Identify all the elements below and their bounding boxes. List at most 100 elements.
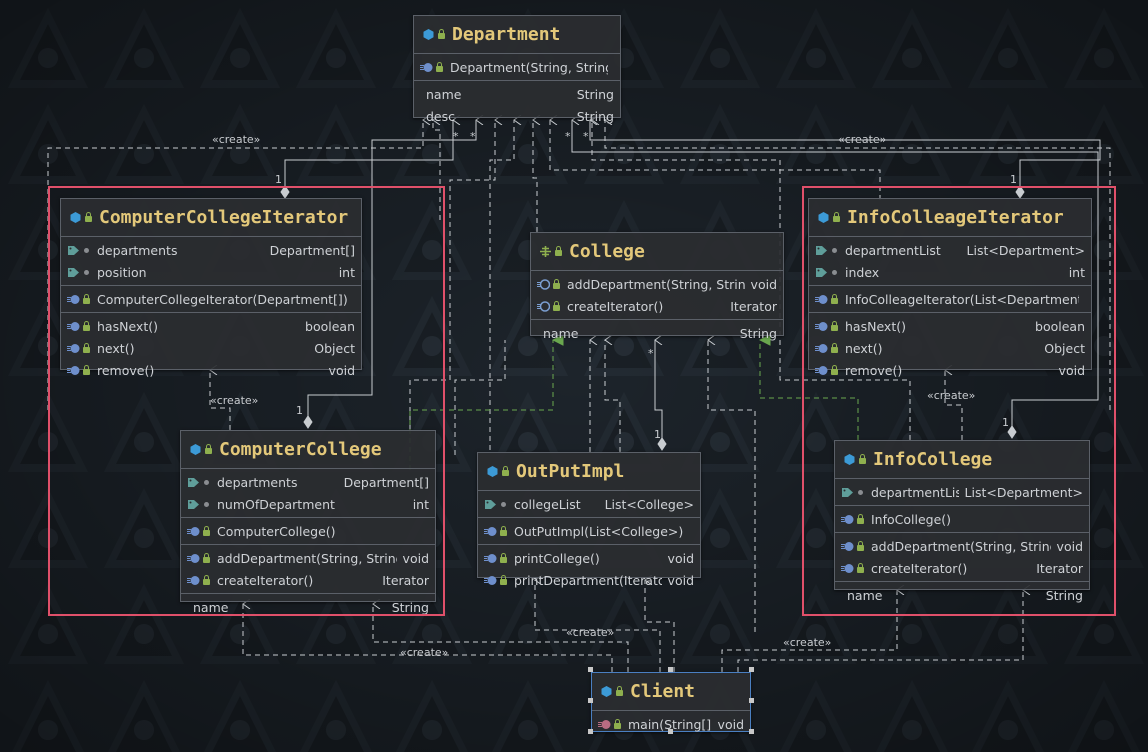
static-method-icon xyxy=(598,718,611,731)
assoc-computer-iter-department xyxy=(284,120,453,190)
member-row[interactable]: InfoColleageIterator(List<Department>) xyxy=(809,288,1091,310)
member-row[interactable]: addDepartment(String, String)void xyxy=(531,273,783,295)
class-header[interactable]: OutPutImpl xyxy=(478,453,700,491)
dep-client-outputimpl xyxy=(645,580,675,672)
member-row[interactable]: createIterator()Iterator xyxy=(181,569,435,591)
class-client[interactable]: Client main(String[])void xyxy=(591,672,751,732)
member-section: InfoCollege() xyxy=(835,506,1089,533)
member-row[interactable]: createIterator()Iterator xyxy=(531,295,783,317)
member-type: List<Department> xyxy=(966,242,1085,258)
create-label: «create» xyxy=(210,394,259,407)
member-name: next() xyxy=(97,340,135,356)
member-name: remove() xyxy=(97,362,155,378)
class-header[interactable]: InfoCollege xyxy=(835,441,1089,479)
resize-handle[interactable] xyxy=(588,698,593,703)
member-row[interactable]: printCollege()void xyxy=(478,547,700,569)
member-type: Department[] xyxy=(269,242,355,258)
class-name: Department xyxy=(452,24,561,45)
member-name: ComputerCollegeIterator(Department[]) xyxy=(97,291,348,307)
resize-handle[interactable] xyxy=(588,729,593,734)
member-name: position xyxy=(97,264,147,280)
class-header[interactable]: ComputerCollegeIterator xyxy=(61,199,361,237)
class-header[interactable]: ComputerCollege xyxy=(181,431,435,469)
lock-icon xyxy=(831,364,838,375)
member-section: ComputerCollegeIterator(Department[]) xyxy=(61,286,361,313)
create-edge-client-infocollege xyxy=(721,590,897,672)
class-name: OutPutImpl xyxy=(516,461,625,482)
member-row[interactable]: ComputerCollegeIterator(Department[]) xyxy=(61,288,361,310)
member-row[interactable]: addDepartment(String, String)void xyxy=(181,547,435,569)
member-row[interactable]: addDepartment(String, String)void xyxy=(835,535,1089,557)
member-row[interactable]: main(String[])void xyxy=(592,713,750,735)
aggregation-diamond xyxy=(303,415,313,429)
lock-icon xyxy=(831,342,838,353)
private-dot-icon xyxy=(858,489,863,495)
class-header[interactable]: Department xyxy=(414,16,620,54)
create-edge-client-computercollege xyxy=(243,604,613,672)
lock-icon xyxy=(83,364,90,375)
member-row[interactable]: hasNext()boolean xyxy=(61,315,361,337)
member-row[interactable]: next()Object xyxy=(809,337,1091,359)
lock-icon xyxy=(83,320,90,331)
member-type: Department[] xyxy=(343,474,429,490)
class-computercollegeiterator[interactable]: ComputerCollegeIterator departments Depart… xyxy=(60,198,362,378)
member-row[interactable]: hasNext()boolean xyxy=(809,315,1091,337)
member-name: printDepartment(Iterator) xyxy=(514,572,662,588)
dep-client-infocollege xyxy=(737,590,1023,672)
member-row[interactable]: createIterator()Iterator xyxy=(835,557,1089,579)
resize-handle[interactable] xyxy=(749,667,754,672)
member-row[interactable]: departments Department[] xyxy=(61,239,361,261)
member-row[interactable]: InfoCollege() xyxy=(835,508,1089,530)
lock-icon xyxy=(553,278,560,289)
class-icon xyxy=(189,443,202,456)
resize-handle[interactable] xyxy=(749,698,754,703)
resize-handle[interactable] xyxy=(588,667,593,672)
member-row[interactable]: Department(String, String) xyxy=(414,56,620,78)
member-row[interactable]: OutPutImpl(List<College>) xyxy=(478,520,700,542)
resize-handle[interactable] xyxy=(749,729,754,734)
member-row[interactable]: remove()void xyxy=(809,359,1091,381)
member-row[interactable]: remove()void xyxy=(61,359,361,381)
member-row[interactable]: next()Object xyxy=(61,337,361,359)
highlight-frame-info xyxy=(802,186,1116,616)
member-row[interactable]: ComputerCollege() xyxy=(181,520,435,542)
class-header[interactable]: InfoColleageIterator xyxy=(809,199,1091,237)
field-icon xyxy=(815,266,828,279)
resize-handle[interactable] xyxy=(668,667,673,672)
class-header[interactable]: College xyxy=(531,233,783,271)
resize-handle[interactable] xyxy=(668,729,673,734)
member-type: void xyxy=(667,550,694,566)
member-name: name xyxy=(543,325,579,341)
member-row[interactable]: printDepartment(Iterator)void xyxy=(478,569,700,591)
class-name: ComputerCollege xyxy=(219,439,382,460)
private-dot-icon xyxy=(832,269,837,275)
class-name: Client xyxy=(630,681,696,702)
assoc-infocollege-department xyxy=(572,120,1099,428)
member-name: departments xyxy=(97,242,178,258)
class-icon xyxy=(422,28,435,41)
member-name: addDepartment(String, String) xyxy=(217,550,397,566)
class-header[interactable]: Client xyxy=(592,673,750,711)
member-name: name xyxy=(847,587,883,603)
